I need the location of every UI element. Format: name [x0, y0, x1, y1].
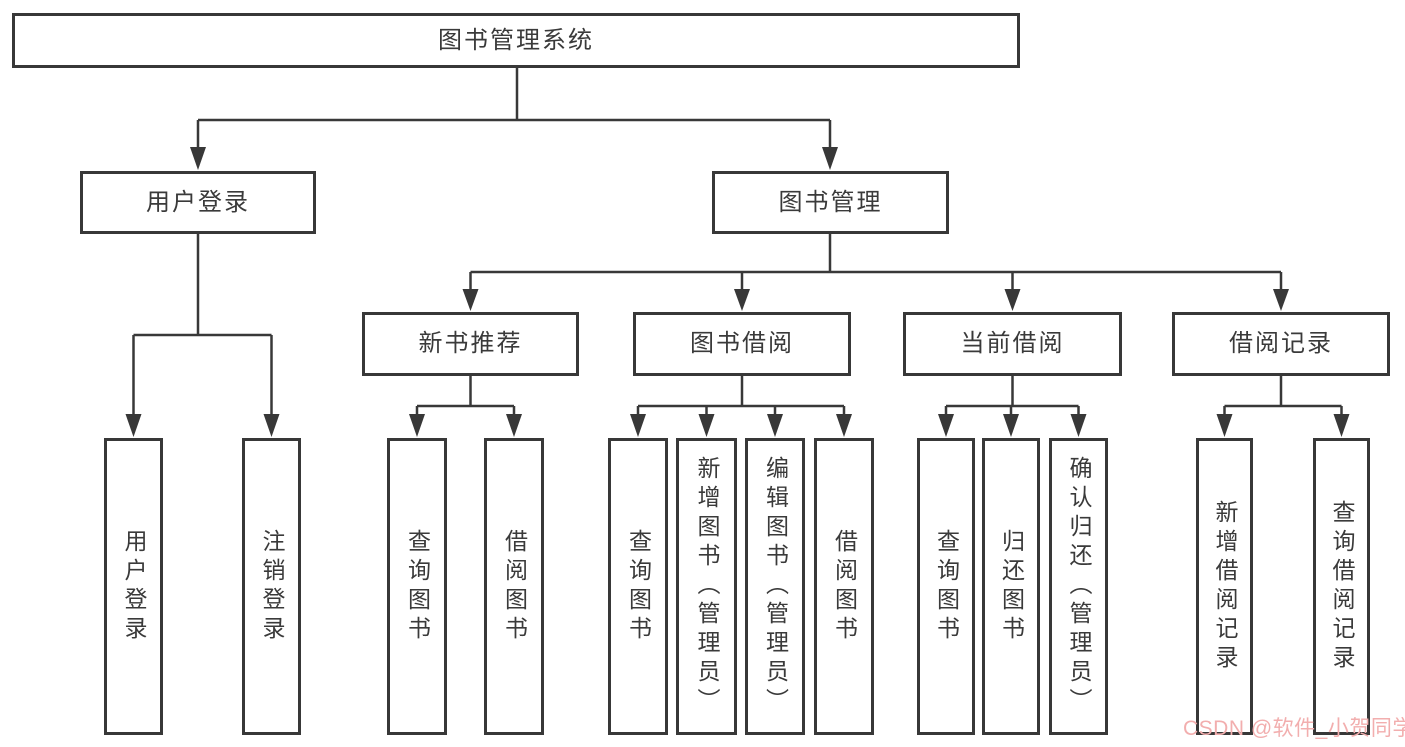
leaf-borrow-books-borrowing-label: 借阅图书 — [831, 528, 858, 645]
leaf-return-books-label: 归还图书 — [998, 528, 1025, 645]
leaf-confirm-return-admin: 确认归还（管理员） — [1049, 438, 1108, 735]
node-borrowing-records: 借阅记录 — [1172, 312, 1390, 376]
leaf-query-books-current: 查询图书 — [917, 438, 975, 735]
node-user-login: 用户登录 — [80, 171, 316, 234]
node-book-borrowing: 图书借阅 — [633, 312, 851, 376]
leaf-query-borrow-record-label: 查询借阅记录 — [1329, 499, 1355, 674]
leaf-add-borrow-record-label: 新增借阅记录 — [1212, 499, 1238, 674]
leaf-edit-book-admin-label: 编辑图书（管理员） — [762, 456, 789, 717]
leaf-query-books-recommend-label: 查询图书 — [404, 528, 431, 645]
node-system-root: 图书管理系统 — [12, 13, 1020, 68]
leaf-user-login-label: 用户登录 — [121, 528, 147, 645]
node-book-management: 图书管理 — [712, 171, 949, 234]
csdn-watermark: CSDN @软件_小贺同学 — [1183, 717, 1405, 740]
leaf-edit-book-admin: 编辑图书（管理员） — [745, 438, 805, 735]
leaf-borrow-books-recommend: 借阅图书 — [484, 438, 544, 735]
leaf-add-book-admin: 新增图书（管理员） — [676, 438, 737, 735]
leaf-user-login: 用户登录 — [104, 438, 163, 735]
leaf-add-borrow-record: 新增借阅记录 — [1196, 438, 1253, 735]
leaf-query-books-borrowing-label: 查询图书 — [625, 528, 652, 645]
node-book-borrowing-label: 图书借阅 — [690, 330, 794, 357]
leaf-confirm-return-admin-label: 确认归还（管理员） — [1066, 456, 1092, 717]
leaf-logout: 注销登录 — [242, 438, 301, 735]
node-current-borrowing: 当前借阅 — [903, 312, 1122, 376]
leaf-logout-label: 注销登录 — [259, 528, 285, 645]
node-book-management-label: 图书管理 — [778, 188, 883, 216]
leaf-query-books-borrowing: 查询图书 — [608, 438, 668, 735]
node-user-login-label: 用户登录 — [146, 188, 250, 216]
leaf-query-books-recommend: 查询图书 — [387, 438, 447, 735]
arrowhead-icons — [125, 147, 1350, 437]
node-borrowing-records-label: 借阅记录 — [1229, 330, 1333, 357]
leaf-return-books: 归还图书 — [982, 438, 1040, 735]
node-current-borrowing-label: 当前借阅 — [960, 330, 1065, 357]
leaf-query-books-current-label: 查询图书 — [933, 528, 960, 645]
leaf-query-borrow-record: 查询借阅记录 — [1313, 438, 1370, 735]
tree-edges — [132, 68, 1343, 415]
node-system-root-label: 图书管理系统 — [438, 26, 594, 54]
leaf-borrow-books-borrowing: 借阅图书 — [814, 438, 874, 735]
node-new-book-recommend: 新书推荐 — [362, 312, 579, 376]
leaf-borrow-books-recommend-label: 借阅图书 — [501, 528, 528, 645]
node-new-book-recommend-label: 新书推荐 — [418, 330, 523, 357]
leaf-add-book-admin-label: 新增图书（管理员） — [694, 456, 720, 717]
